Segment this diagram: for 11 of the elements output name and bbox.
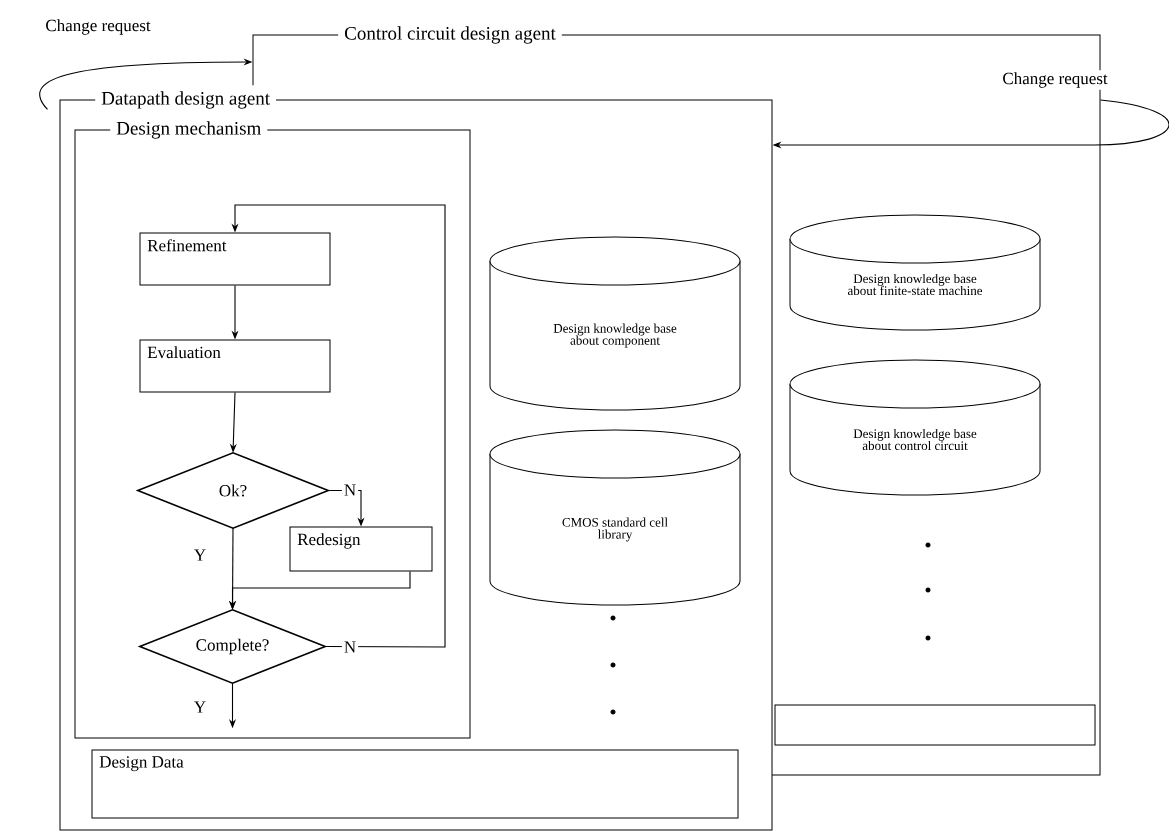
process-box: Redesign	[289, 526, 433, 572]
empty-box	[774, 704, 1096, 746]
database-cylinder: Design knowledge base about component	[489, 236, 741, 411]
process-box: Refinement	[139, 232, 331, 286]
database-cylinder: Design knowledge base about finite-state machine	[789, 214, 1041, 331]
process-box: Design Data	[91, 749, 739, 819]
edge-label: Change request	[43, 17, 153, 37]
process-box: Evaluation	[139, 339, 331, 393]
database-cylinder: CMOS standard cell library	[489, 429, 741, 606]
edge-label: Change request	[1000, 70, 1110, 90]
database-cylinder: Design knowledge base about control circuit	[789, 359, 1041, 496]
